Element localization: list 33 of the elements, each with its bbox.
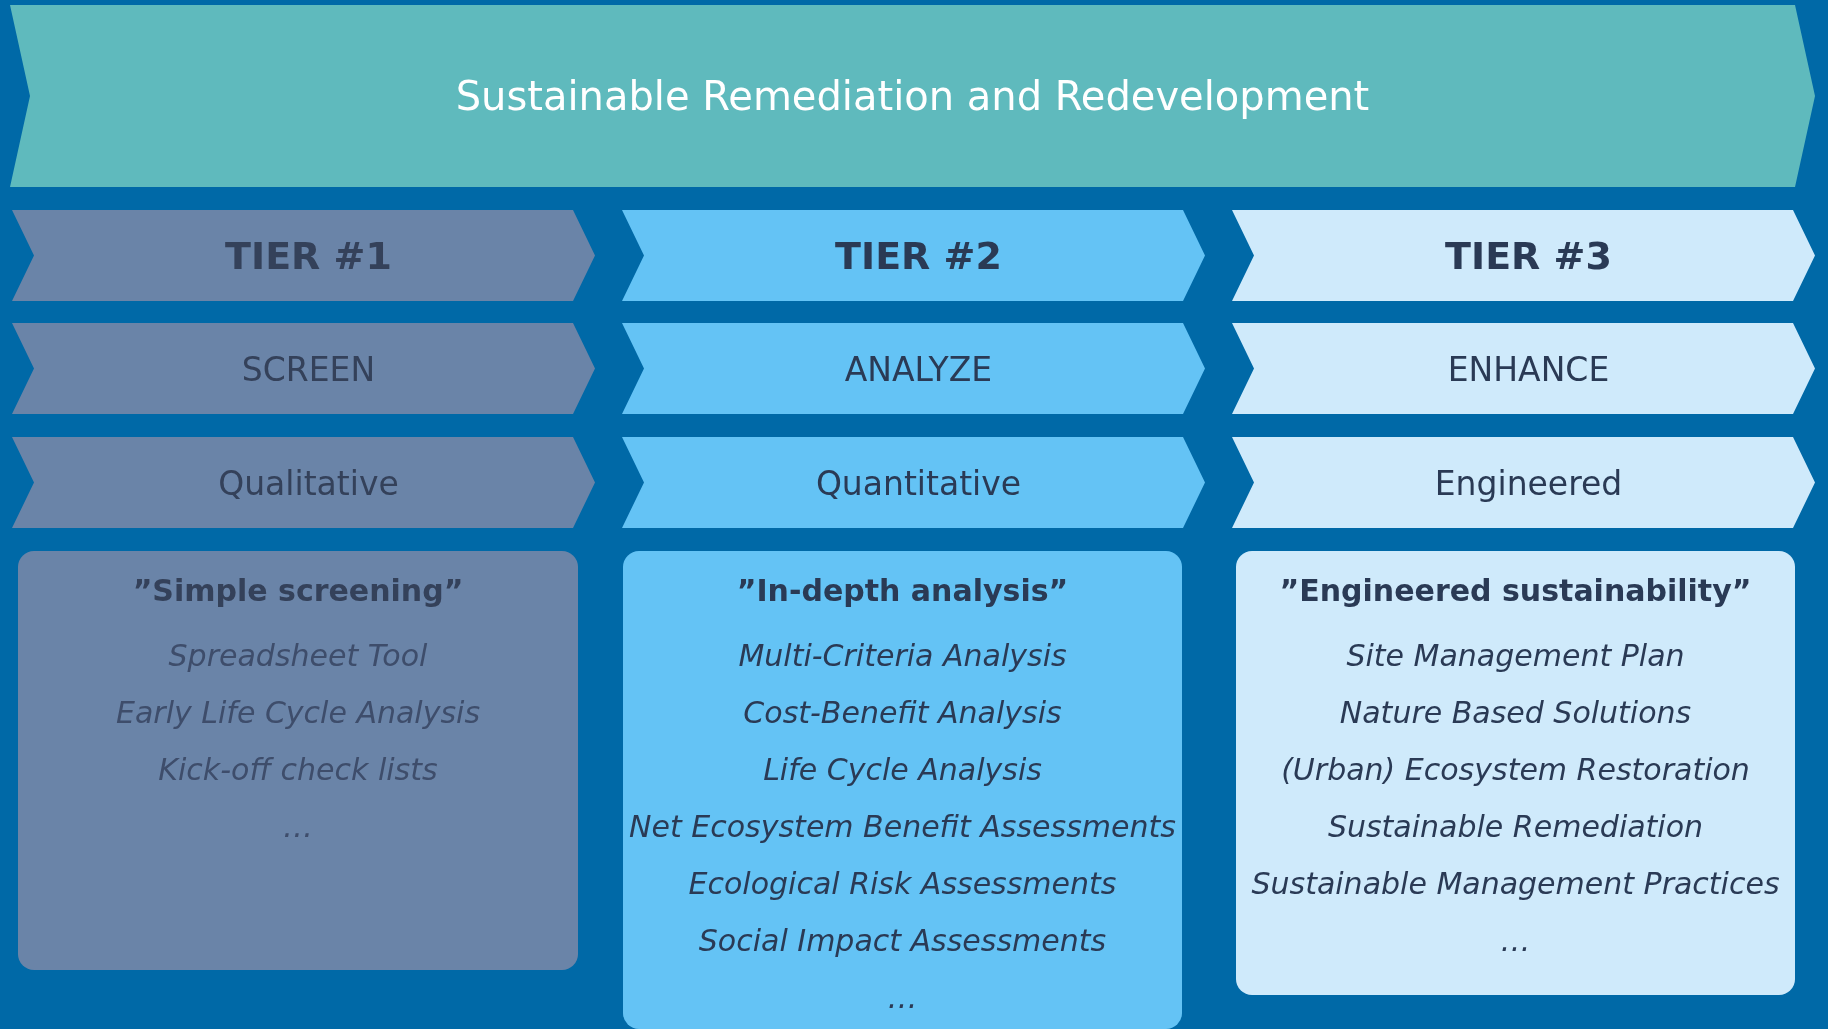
method-item: … [283, 809, 313, 844]
tier-heading: TIER #3 [1444, 233, 1613, 278]
card-heading: ”Engineered sustainability” [1279, 573, 1752, 608]
method-item: Sustainable Management Practices [1251, 866, 1780, 901]
tier-heading: TIER #2 [834, 233, 1003, 278]
method-item: Nature Based Solutions [1339, 695, 1692, 730]
method-item: Kick-off check lists [158, 752, 438, 787]
method-item: Cost-Benefit Analysis [743, 695, 1062, 730]
method-item: Site Management Plan [1346, 638, 1685, 673]
banner-title: Sustainable Remediation and Redevelopment [454, 73, 1371, 119]
method-item: (Urban) Ecosystem Restoration [1281, 752, 1750, 787]
method-card [18, 551, 578, 970]
tier-heading: TIER #1 [224, 233, 393, 278]
card-heading: ”Simple screening” [132, 573, 464, 608]
stage-label: Qualitative [217, 463, 400, 502]
method-item: Multi-Criteria Analysis [738, 638, 1067, 673]
method-item: Ecological Risk Assessments [688, 866, 1117, 901]
stage-label: ENHANCE [1446, 349, 1611, 388]
stage-label: ANALYZE [843, 349, 994, 388]
method-item: Sustainable Remediation [1327, 809, 1704, 844]
method-card [1236, 551, 1795, 995]
method-item: Early Life Cycle Analysis [116, 695, 480, 730]
method-item: Social Impact Assessments [698, 923, 1107, 958]
method-item: Life Cycle Analysis [763, 752, 1042, 787]
method-card [623, 551, 1182, 1029]
stage-label: SCREEN [240, 349, 377, 388]
card-heading: ”In-depth analysis” [736, 573, 1069, 608]
stage-label: Quantitative [814, 463, 1023, 502]
method-item: … [887, 980, 918, 1015]
method-item: Spreadsheet Tool [168, 638, 428, 673]
method-item: Net Ecosystem Benefit Assessments [629, 809, 1176, 844]
method-item: … [1500, 923, 1531, 958]
stage-label: Engineered [1433, 463, 1624, 502]
